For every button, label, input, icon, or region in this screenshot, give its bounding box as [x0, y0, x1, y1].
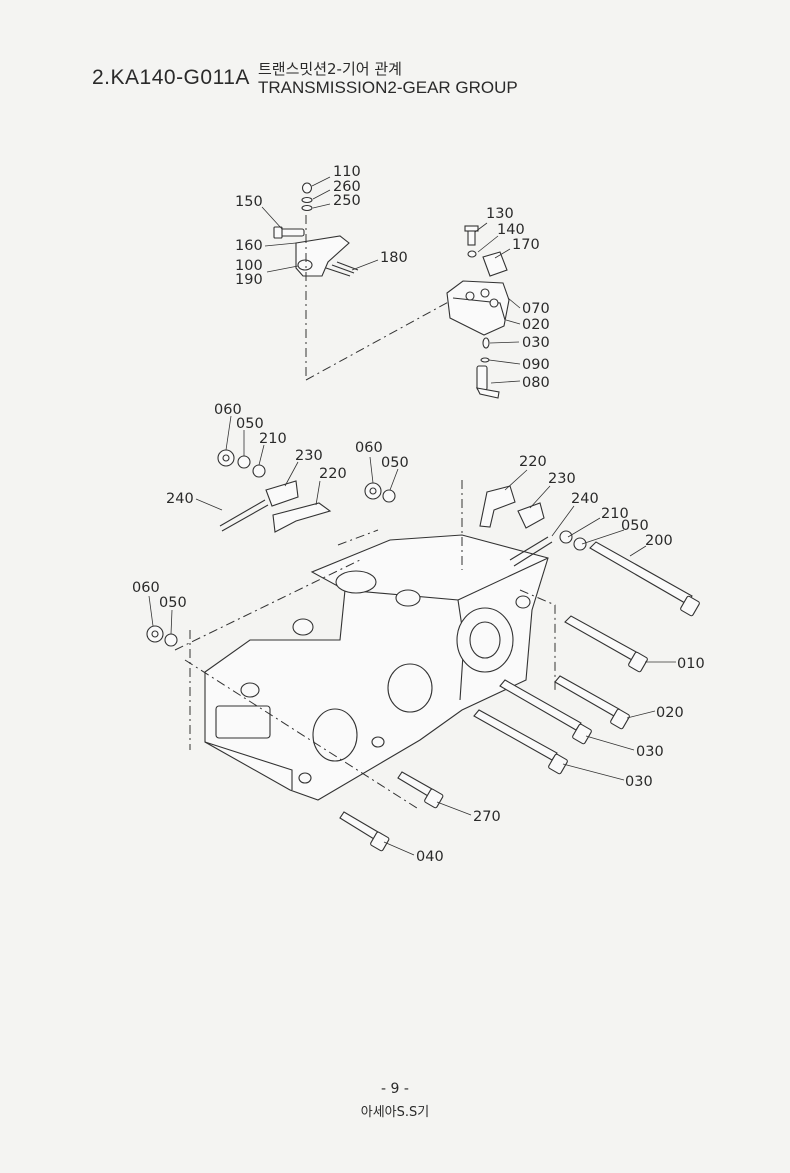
callout-130: 130	[486, 206, 514, 222]
callout-200: 200	[645, 533, 673, 549]
callout-030-lower-b: 030	[625, 774, 653, 790]
title-english: TRANSMISSION2-GEAR GROUP	[258, 78, 518, 97]
hardware-left	[146, 449, 396, 647]
callout-010: 010	[677, 656, 705, 672]
callout-110: 110	[333, 164, 361, 180]
callout-030-upper: 030	[522, 335, 550, 351]
callout-260: 260	[333, 179, 361, 195]
page-header: 2.KA140-G011A 트랜스밋션2-기어 관계 TRANSMISSION2…	[0, 0, 790, 110]
callout-030-lower-a: 030	[636, 744, 664, 760]
callout-270: 270	[473, 809, 501, 825]
callout-230-right: 230	[548, 471, 576, 487]
callout-140: 140	[497, 222, 525, 238]
callout-040: 040	[416, 849, 444, 865]
callout-090: 090	[522, 357, 550, 373]
callout-080: 080	[522, 375, 550, 391]
callout-070: 070	[522, 301, 550, 317]
callout-220-left: 220	[319, 466, 347, 482]
leader-lines	[148, 176, 676, 856]
callout-240-right: 240	[571, 491, 599, 507]
callout-050-left: 050	[236, 416, 264, 432]
callout-250: 250	[333, 193, 361, 209]
callout-150: 150	[235, 194, 263, 210]
callout-050-far-left: 050	[159, 595, 187, 611]
callout-060-mid: 060	[355, 440, 383, 456]
callout-190: 190	[235, 272, 263, 288]
callout-210-right: 210	[601, 506, 629, 522]
callout-060-left: 060	[214, 402, 242, 418]
page-number: - 9 -	[381, 1081, 409, 1097]
shift-lever-assembly	[273, 182, 453, 381]
callout-labels: 110 260 250 150 160 100 190 180 130 140 …	[132, 164, 705, 865]
hardware-right	[479, 485, 587, 567]
transmission-case	[174, 480, 556, 811]
group-code: 2.KA140-G011A	[92, 66, 250, 89]
callout-160: 160	[235, 238, 263, 254]
title-korean: 트랜스밋션2-기어 관계	[258, 60, 402, 78]
callout-180: 180	[380, 250, 408, 266]
publisher-label: 아세아S.S기	[360, 1105, 430, 1120]
callout-170: 170	[512, 237, 540, 253]
callout-220-right: 220	[519, 454, 547, 470]
bolts	[339, 541, 700, 852]
callout-210-left: 210	[259, 431, 287, 447]
cover-assembly	[446, 225, 510, 399]
callout-050-right: 050	[621, 518, 649, 534]
callout-240-left: 240	[166, 491, 194, 507]
callout-060-far-left: 060	[132, 580, 160, 596]
callout-100: 100	[235, 258, 263, 274]
callout-020-lower: 020	[656, 705, 684, 721]
callout-020-upper: 020	[522, 317, 550, 333]
callout-230-left: 230	[295, 448, 323, 464]
callout-050-mid: 050	[381, 455, 409, 471]
